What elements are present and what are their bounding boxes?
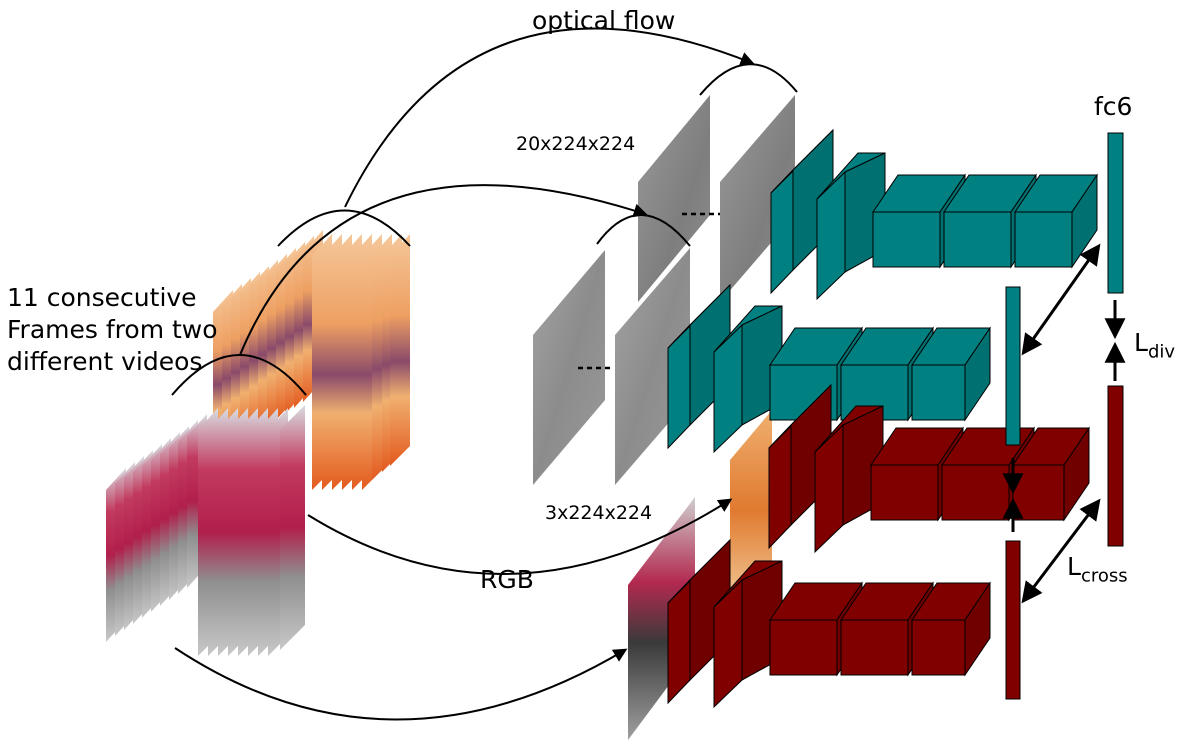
label-fc6: fc6 (1094, 92, 1133, 121)
double-arrow-top (1021, 243, 1101, 356)
loss-arrows (1002, 243, 1126, 604)
label-rgb: RGB (480, 565, 534, 594)
orange-frame-stack (213, 230, 410, 490)
rgb-stream-upper (768, 383, 1090, 554)
flow-stream-top (770, 128, 1098, 301)
label-l-div: Ldiv (1134, 328, 1175, 363)
connector-arcs (171, 27, 798, 721)
fc6-bars (1005, 132, 1124, 700)
label-l-cross-sub: cross (1080, 565, 1128, 587)
fc6-bar-flow-mid (1005, 286, 1021, 446)
label-l-div-main: L (1134, 328, 1148, 357)
double-arrow-bottom (1021, 498, 1101, 604)
label-l-cross: Lcross (1067, 552, 1128, 587)
label-l-div-sub: div (1147, 341, 1176, 363)
label-frames: 11 consecutive Frames from two different… (7, 283, 218, 376)
flow-stream-mid (667, 283, 991, 454)
rgb-frames (628, 410, 772, 740)
flow-frames-top (638, 95, 795, 302)
label-rgb-dims: 3x224x224 (545, 502, 653, 524)
fc6-bar-flow-top (1107, 132, 1124, 294)
pink-frame-stack (106, 405, 305, 656)
label-l-cross-main: L (1067, 552, 1081, 581)
flow-frames-bottom (533, 248, 690, 485)
fc6-bar-rgb-upper (1107, 385, 1124, 547)
fc6-bar-rgb-lower (1005, 540, 1021, 700)
label-optical-flow: optical flow (532, 6, 676, 35)
frame-ellipsis (578, 212, 720, 370)
rgb-stream-lower (667, 538, 991, 709)
label-flow-dims: 20x224x224 (516, 133, 636, 155)
